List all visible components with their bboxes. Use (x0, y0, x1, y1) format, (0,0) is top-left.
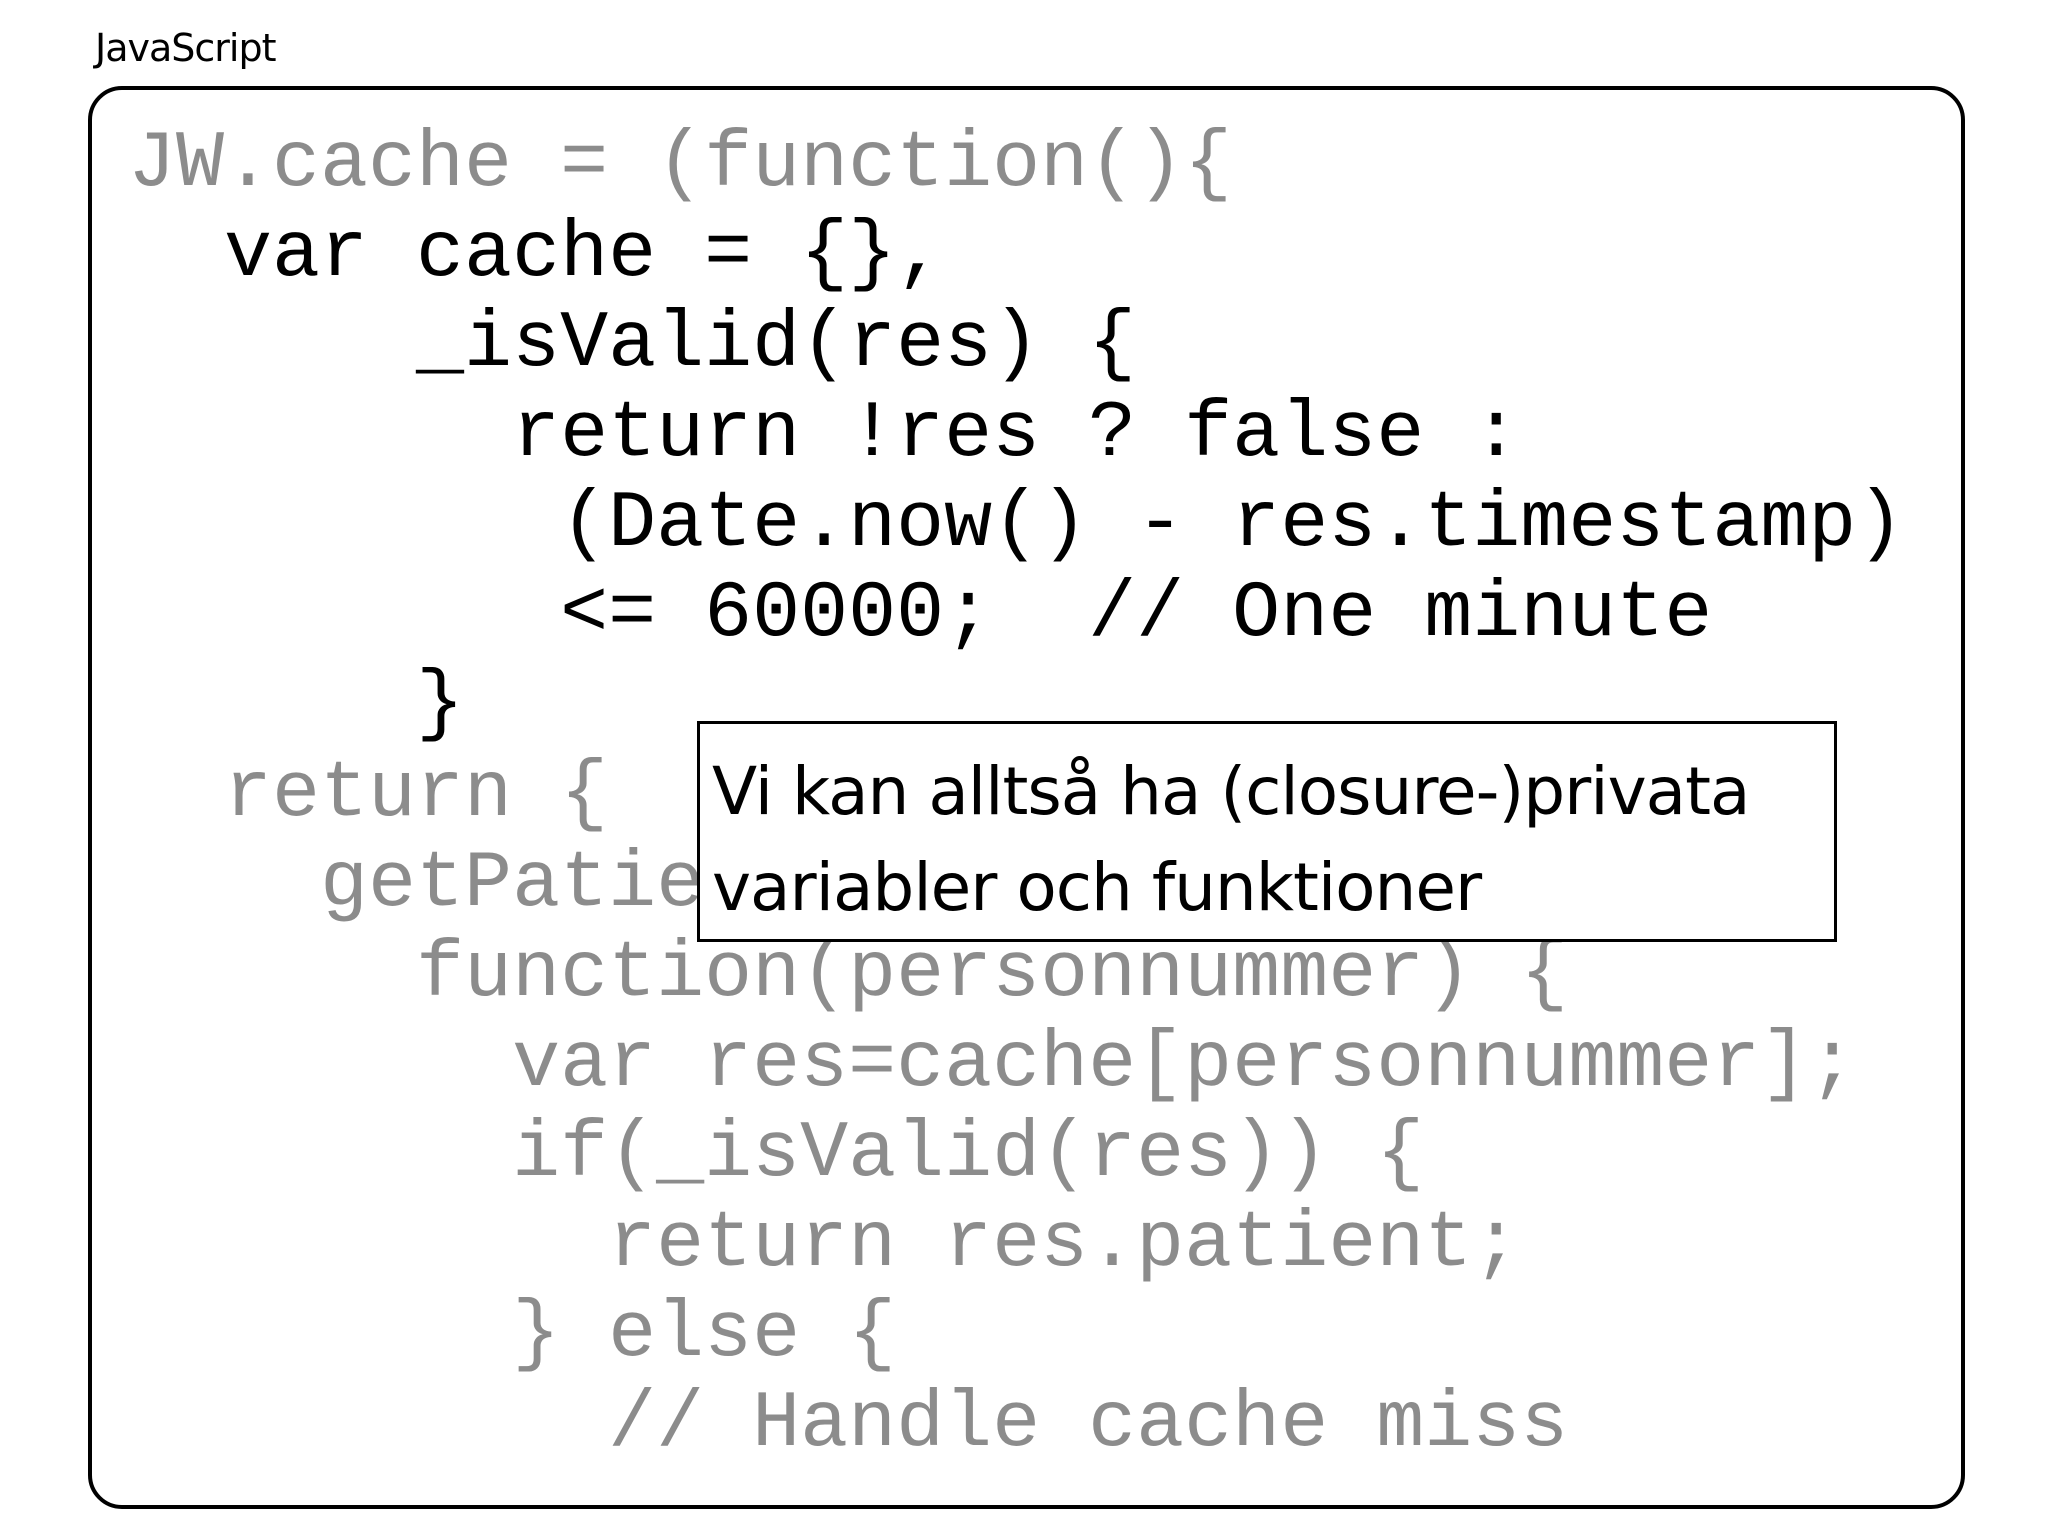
code-line: // Handle cache miss (128, 1379, 1569, 1470)
code-line: if(_isValid(res)) { (128, 1109, 1425, 1200)
callout-text-line-2: variabler och funktioner (712, 849, 1482, 926)
code-line: JW.cache = (function(){ (128, 119, 1233, 210)
code-line: <= 60000; // One minute (128, 569, 1713, 660)
code-line: var res=cache[personnummer]; (128, 1019, 1857, 1110)
code-line: } (128, 659, 465, 750)
code-line: return !res ? false : (128, 389, 1521, 480)
slide-title: JavaScript (95, 26, 276, 70)
code-line: _isValid(res) { (128, 299, 1137, 390)
code-line: return res.patient; (128, 1199, 1521, 1290)
callout-box: Vi kan alltså ha (closure-)privata varia… (697, 721, 1837, 942)
code-line: function(personnummer) { (128, 929, 1569, 1020)
callout-text-line-1: Vi kan alltså ha (closure-)privata (712, 753, 1750, 830)
code-line: return { (128, 749, 609, 840)
code-line: (Date.now() - res.timestamp) (128, 479, 1905, 570)
code-line: } else { (128, 1289, 897, 1380)
code-line: getPatie (128, 839, 705, 930)
code-line: var cache = {}, (128, 209, 945, 300)
